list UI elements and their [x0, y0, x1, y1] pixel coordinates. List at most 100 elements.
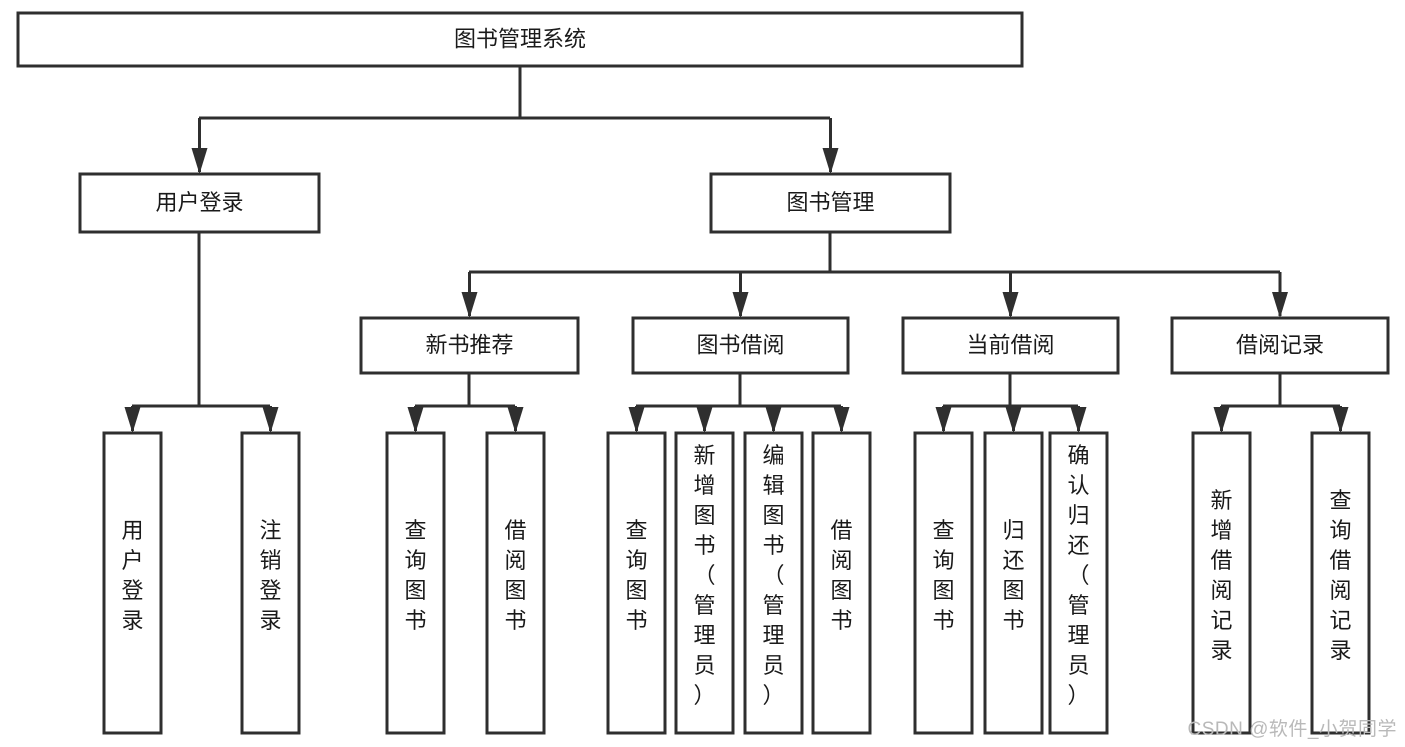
node-leaf-add-record[interactable]: 新增借阅记录	[1191, 431, 1252, 735]
node-box[interactable]	[78, 172, 321, 234]
arrow-head	[461, 292, 478, 318]
node-box[interactable]	[811, 431, 872, 735]
edge-new-book-rec-to-leaf-borrow-book-1	[507, 406, 524, 433]
node-box[interactable]	[485, 431, 546, 735]
arrow-head	[628, 407, 645, 433]
edge-borrow-record-to-leaf-add-record	[1213, 406, 1230, 433]
node-box[interactable]	[1191, 431, 1252, 735]
node-box[interactable]	[1170, 316, 1390, 375]
node-leaf-user-login[interactable]: 用户登录	[102, 431, 163, 735]
node-label: 当前借阅	[966, 332, 1054, 357]
node-leaf-query-book-1[interactable]: 查询图书	[385, 431, 446, 735]
arrow-head	[1002, 292, 1019, 318]
edge-book-borrow-to-leaf-borrow-book-2	[833, 406, 850, 433]
edge-current-borrow-to-leaf-query-book-3	[935, 406, 952, 433]
node-label: 借阅记录	[1236, 332, 1324, 357]
node-leaf-edit-book[interactable]: 编辑图书（管理员）	[743, 431, 804, 735]
arrow-head	[407, 407, 424, 433]
node-borrow-record[interactable]: 借阅记录	[1170, 316, 1390, 375]
arrow-head	[1272, 292, 1288, 318]
csdn-watermark: CSDN @软件_小贺同学	[1187, 719, 1397, 740]
node-leaf-borrow-book-2[interactable]: 借阅图书	[811, 431, 872, 735]
node-leaf-query-book-3[interactable]: 查询图书	[913, 431, 974, 735]
node-box[interactable]	[359, 316, 580, 375]
edge-book-manage-to-book-borrow	[732, 272, 749, 318]
connector-group-bus-book-manage	[469, 232, 1280, 274]
node-user-login[interactable]: 用户登录	[78, 172, 321, 234]
node-box[interactable]	[606, 431, 667, 735]
node-label: 新增图书（管理员）	[693, 443, 715, 708]
arrow-head	[124, 407, 141, 433]
node-leaf-confirm-return[interactable]: 确认归还（管理员）	[1048, 431, 1109, 735]
arrow-head	[1332, 407, 1349, 433]
edge-book-manage-to-borrow-record	[1272, 272, 1288, 318]
node-box[interactable]	[983, 431, 1044, 735]
node-new-book-rec[interactable]: 新书推荐	[359, 316, 580, 375]
edge-current-borrow-to-leaf-return-book	[1005, 406, 1022, 433]
node-box[interactable]	[913, 431, 974, 735]
edge-book-manage-to-new-book-rec	[461, 272, 478, 318]
node-leaf-logout[interactable]: 注销登录	[240, 431, 301, 735]
node-label: 用户登录	[155, 190, 243, 215]
connector-group-bus-root	[199, 66, 830, 120]
node-label: 图书管理	[786, 190, 874, 215]
node-root[interactable]: 图书管理系统	[16, 11, 1024, 68]
nodes-layer: 图书管理系统用户登录图书管理新书推荐图书借阅当前借阅借阅记录用户登录注销登录查询…	[16, 11, 1390, 735]
node-box[interactable]	[901, 316, 1120, 375]
node-label: 编辑图书（管理员）	[762, 443, 784, 708]
connectors-layer	[124, 66, 1349, 433]
connector-group-bus-new-book-rec	[415, 373, 515, 408]
arrow-head	[191, 148, 208, 174]
node-leaf-borrow-book-1[interactable]: 借阅图书	[485, 431, 546, 735]
connector-group-bus-book-borrow	[636, 373, 841, 408]
edge-root-to-book-manage	[822, 118, 839, 174]
node-book-borrow[interactable]: 图书借阅	[631, 316, 850, 375]
node-leaf-add-book[interactable]: 新增图书（管理员）	[674, 431, 735, 735]
node-box[interactable]	[674, 431, 735, 735]
arrow-head	[765, 407, 782, 433]
arrow-head	[1070, 407, 1087, 433]
arrow-head	[935, 407, 952, 433]
node-current-borrow[interactable]: 当前借阅	[901, 316, 1120, 375]
node-box[interactable]	[16, 11, 1024, 68]
node-label: 借阅图书	[504, 518, 526, 633]
edge-book-borrow-to-leaf-add-book	[696, 406, 713, 433]
connector-group-bus-user-login	[132, 232, 270, 408]
node-box[interactable]	[743, 431, 804, 735]
arrow-head	[1213, 407, 1230, 433]
node-box[interactable]	[709, 172, 952, 234]
edge-new-book-rec-to-leaf-query-book-1	[407, 406, 424, 433]
arrow-head	[696, 407, 713, 433]
node-label: 确认归还（管理员）	[1067, 443, 1089, 708]
arrow-head	[507, 407, 524, 433]
node-box[interactable]	[240, 431, 301, 735]
node-label: 注销登录	[259, 518, 281, 633]
arrow-head	[262, 407, 279, 433]
edge-current-borrow-to-leaf-confirm-return	[1070, 406, 1087, 433]
node-label: 用户登录	[121, 518, 143, 633]
arrow-head	[822, 148, 839, 174]
node-book-manage[interactable]: 图书管理	[709, 172, 952, 234]
node-box[interactable]	[102, 431, 163, 735]
edge-root-to-user-login	[191, 118, 208, 174]
node-box[interactable]	[385, 431, 446, 735]
node-box[interactable]	[631, 316, 850, 375]
node-label: 查询图书	[625, 518, 647, 633]
node-label: 查询图书	[404, 518, 426, 633]
node-label: 查询图书	[932, 518, 954, 633]
node-box[interactable]	[1048, 431, 1109, 735]
connector-group-bus-current-borrow	[943, 373, 1078, 408]
node-box[interactable]	[1310, 431, 1371, 735]
node-label: 图书借阅	[696, 332, 784, 357]
arrow-head	[1005, 407, 1022, 433]
node-leaf-return-book[interactable]: 归还图书	[983, 431, 1044, 735]
node-label: 查询借阅记录	[1329, 488, 1351, 663]
node-label: 新增借阅记录	[1210, 488, 1232, 663]
node-leaf-query-book-2[interactable]: 查询图书	[606, 431, 667, 735]
edge-borrow-record-to-leaf-query-record	[1332, 406, 1349, 433]
connector-group-bus-borrow-record	[1221, 373, 1340, 408]
node-leaf-query-record[interactable]: 查询借阅记录	[1310, 431, 1371, 735]
edge-book-borrow-to-leaf-query-book-2	[628, 406, 645, 433]
